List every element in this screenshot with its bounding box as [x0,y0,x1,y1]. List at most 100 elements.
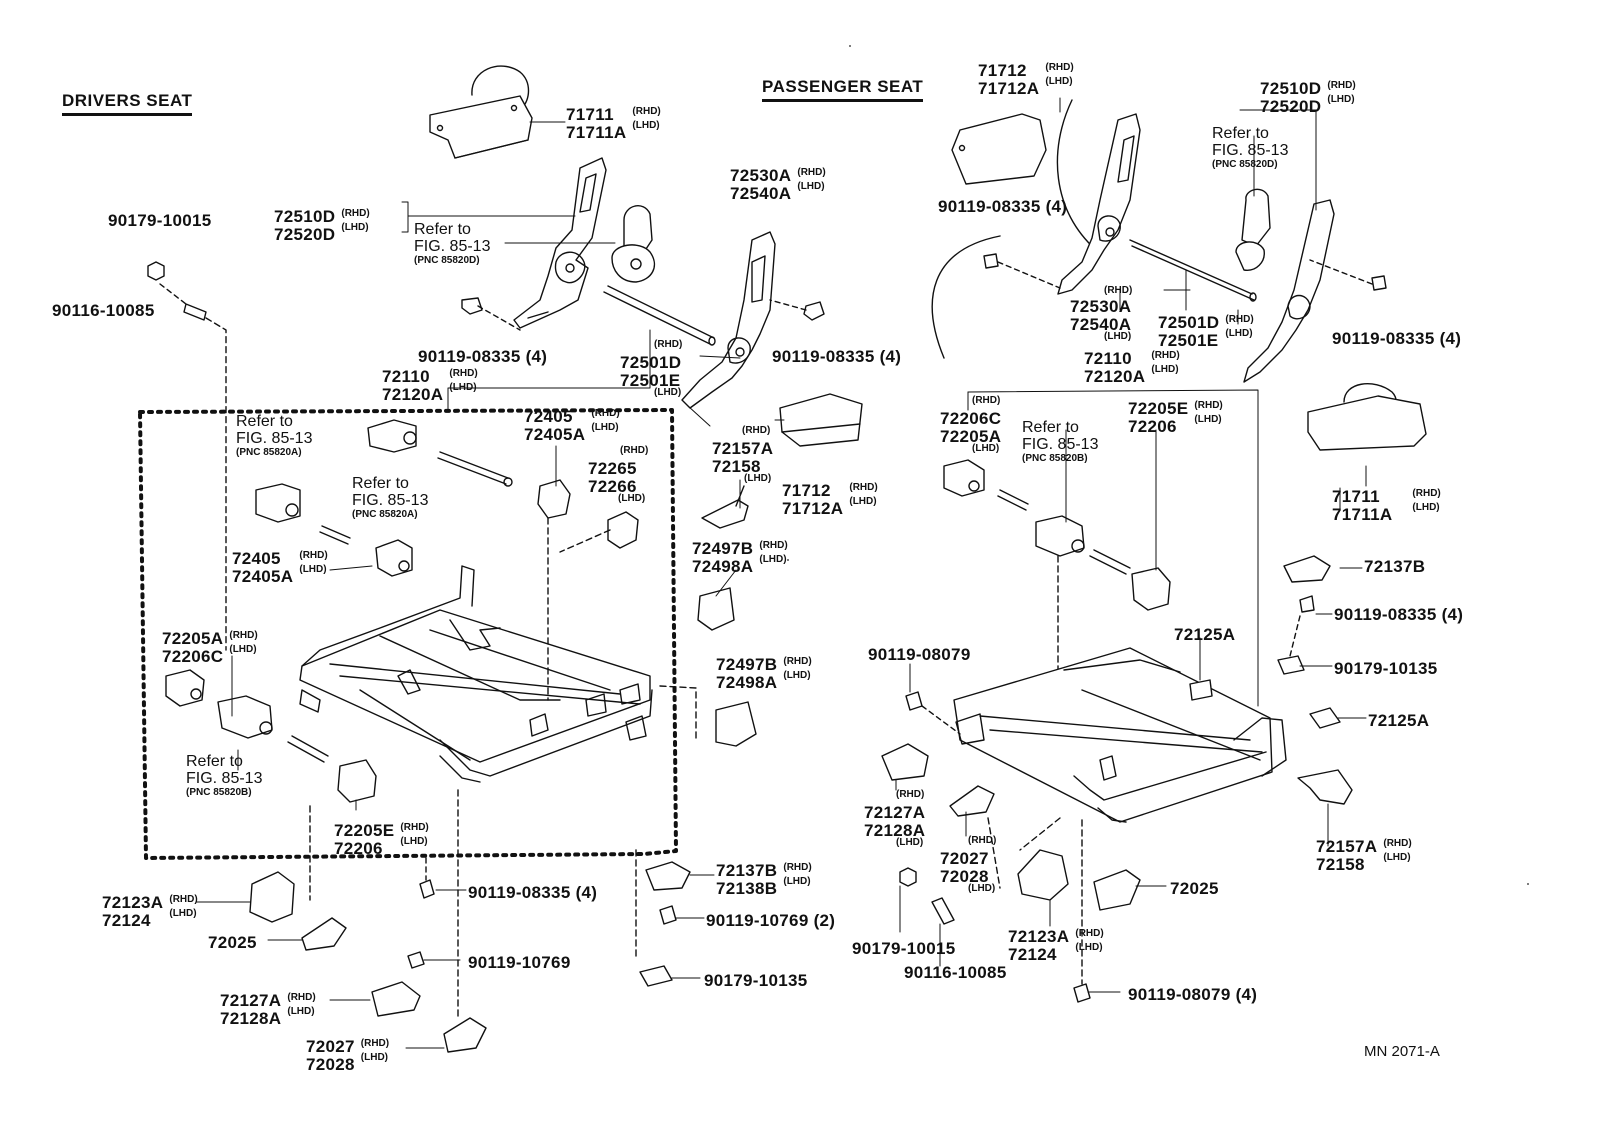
seat-frame-left [299,565,653,783]
part-number: 72501E [1158,331,1219,350]
label-90179-10015-left: 90179-10015 [108,211,212,230]
side-lhd: (LHD) [783,670,811,681]
side-rhd: (RHD) [400,822,429,833]
refer-to-text: Refer to [1022,419,1079,436]
label-90119-08079-4: 90119-08079 (4) [1128,985,1258,1004]
side-rhd: (RHD) [797,167,826,178]
part-number: 72157A [712,439,774,458]
side-rhd: (RHD) [783,656,812,667]
side-rhd: (RHD) [591,408,620,419]
recline-motor-right [1235,188,1271,271]
side-lhd: (LHD) [632,120,660,131]
side-lhd: (LHD) [169,908,197,919]
label-72137B-right: 72137B [1364,557,1426,576]
part-number: 72128A [220,1009,282,1028]
label-72025-left: 72025 [208,933,257,952]
part-number: 72501E [620,371,681,390]
side-rhd: (RHD) [1327,80,1356,91]
part-number: 72266 [588,477,637,496]
reference-fig-85-13-a-left-1: Refer to FIG. 85-13 (PNC 85820A) [236,413,313,458]
drawing-code: MN 2071-A [1364,1043,1440,1060]
bracket-71712-left [779,393,863,447]
side-rhd-72501D: (RHD) [654,339,683,350]
part-number: 72510D [274,207,336,226]
side-rhd-72206C-right: (RHD) [972,395,1001,406]
side-rhd: (RHD) [341,208,370,219]
part-number: 72027 [940,849,989,868]
refer-to-text: Refer to [414,221,471,238]
part-number: 72028 [306,1055,355,1074]
passenger-seat-title: PASSENGER SEAT [762,78,924,102]
label-90119-08335-right-c: 90119-08335 (4) [1334,605,1464,624]
part-number: 72520D [274,225,336,244]
side-lhd: (LHD) [759,554,787,565]
side-lhd-72205A-right: (LHD) [972,443,1000,454]
side-rhd-72157A: (RHD) [742,425,771,436]
reference-fig-85-13-d-left: Refer to FIG. 85-13 (PNC 85820D) [414,221,490,266]
part-number: 72124 [1008,945,1057,964]
label-72157A-left: 72157A 72158 [712,440,773,475]
part-number: 72205E [334,821,395,840]
part-number: 72124 [102,911,151,930]
part-number: 72530A [1070,297,1132,316]
part-number: 72137B [716,861,778,880]
part-number: 72405 [232,549,281,568]
part-number: 72510D [1260,79,1322,98]
part-number: 72206C [162,647,224,666]
part-number: 72127A [220,991,282,1010]
side-lhd: (LHD) [287,1006,315,1017]
label-90119-08335-left-a: 90119-08335 (4) [418,347,548,366]
pnc-ref-text: (PNC 85820D) [1212,158,1278,170]
label-90119-08079-right: 90119-08079 [868,645,971,664]
part-number: 72540A [730,184,792,203]
label-90119-08335-right-b: 90119-08335 (4) [1332,329,1462,348]
part-number: 72520D [1260,97,1322,116]
part-number: 71711 [566,105,614,124]
label-72125A-top: 72125A [1174,625,1236,644]
part-number: 71711A [566,123,627,142]
side-rhd-72027-right: (RHD) [968,835,997,846]
part-number: 72530A [730,166,792,185]
bracket-71712-right [951,113,1047,185]
hinge-arm-72530A [681,231,776,409]
drivers-seat-title: DRIVERS SEAT [62,92,193,116]
label-72025-right: 72025 [1170,879,1219,898]
side-lhd: (LHD) [1383,852,1411,863]
part-number: 72540A [1070,315,1132,334]
label-72127A-right: 72127A 72128A [864,804,925,839]
part-number: 72120A [382,385,444,404]
refer-to-text: Refer to [186,753,243,770]
side-rhd: (RHD) [360,1038,390,1049]
part-number: 72205E [1128,399,1189,418]
pnc-ref-text: (PNC 85820A) [352,508,418,520]
side-lhd-72266: (LHD) [618,493,646,504]
part-number: 72206C [940,409,1002,428]
part-number: 72501D [620,353,682,372]
side-lhd-72540A-right: (LHD) [1104,331,1132,342]
part-number: 71712A [978,79,1040,98]
reference-fig-85-13-b-left: Refer to FIG. 85-13 (PNC 85820B) [186,753,262,798]
side-lhd: (LHD) [783,876,811,887]
side-lhd: (LHD) [1412,502,1440,513]
refer-to-text: Refer to [236,413,293,430]
label-72501D-left: 72501D 72501E [620,354,681,389]
label-90116-10085-right: 90116-10085 [904,963,1007,982]
side-rhd: (RHD) [449,368,478,379]
side-lhd: (LHD) [360,1052,388,1063]
label-90179-10135-right: 90179-10135 [1334,659,1438,678]
side-lhd: (LHD) [449,382,477,393]
pnc-ref-text: (PNC 85820B) [1022,452,1088,464]
side-rhd-72530A-right: (RHD) [1104,285,1133,296]
shroud-cover-71711 [429,65,533,159]
part-number: 72158 [1316,855,1365,874]
part-number: 72128A [864,821,926,840]
side-rhd: (RHD) [632,106,661,117]
fig-ref-text: FIG. 85-13 [236,429,313,447]
